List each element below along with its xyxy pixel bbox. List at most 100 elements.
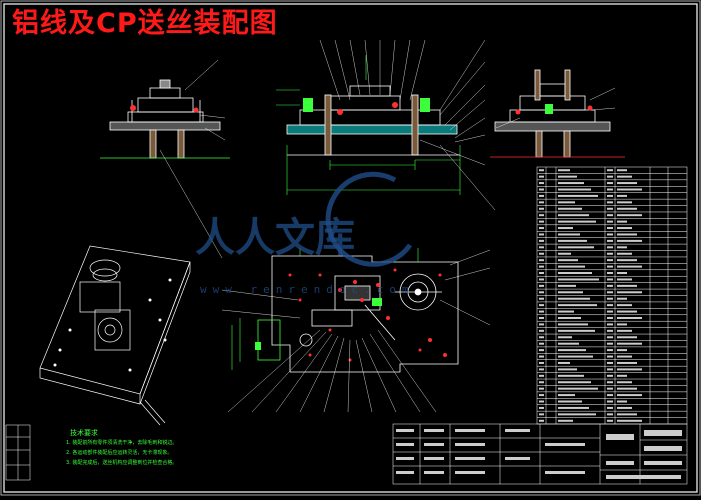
table-cell-text	[607, 278, 613, 281]
table-cell-text	[607, 239, 613, 242]
tech-requirements-heading: 技术要求	[70, 429, 98, 437]
table-cell-text	[617, 368, 642, 371]
table-cell-text	[607, 374, 613, 377]
table-cell-text	[539, 316, 544, 319]
table-cell-text	[617, 316, 642, 319]
table-cell-text	[558, 342, 579, 345]
table-cell-text	[607, 297, 613, 300]
watermark-text: 人人文库	[195, 214, 355, 261]
table-cell-text	[539, 169, 544, 172]
table-cell-text	[558, 394, 575, 397]
table-cell-text	[558, 169, 570, 172]
table-cell-text	[617, 265, 642, 268]
table-cell-text	[539, 336, 544, 339]
table-cell-text	[617, 284, 637, 287]
table-cell-text	[539, 342, 544, 345]
table-cell-text	[539, 220, 544, 223]
table-cell-text	[607, 310, 613, 313]
table-cell-text	[617, 259, 637, 262]
table-cell-text	[558, 349, 586, 352]
table-cell-text	[558, 304, 597, 307]
table-cell-text	[539, 361, 544, 364]
table-cell-text	[539, 239, 544, 242]
table-cell-text	[617, 361, 637, 364]
table-cell-text	[617, 297, 627, 300]
table-cell-text	[607, 316, 613, 319]
table-cell-text	[558, 291, 583, 294]
table-cell-text	[558, 316, 581, 319]
table-cell-text	[558, 233, 580, 236]
table-cell-text	[617, 246, 627, 249]
isometric-view	[39, 245, 191, 426]
table-cell-text	[607, 284, 613, 287]
table-cell-text	[539, 355, 544, 358]
table-cell-text	[539, 381, 544, 384]
left-edge-box	[5, 424, 31, 481]
watermark-logo	[325, 171, 413, 267]
table-cell-text	[607, 259, 613, 262]
table-cell-text	[539, 310, 544, 313]
right-side-view	[490, 69, 625, 158]
table-cell-text	[558, 252, 571, 255]
drawing-title: 铝线及CP送丝装配图	[12, 8, 278, 39]
table-cell-text	[607, 387, 613, 390]
table-cell-text	[617, 278, 632, 281]
table-cell-text	[607, 381, 613, 384]
table-cell-text	[539, 188, 544, 191]
table-cell-text	[558, 374, 584, 377]
table-cell-text	[607, 201, 613, 204]
table-cell-text	[558, 227, 573, 230]
table-cell-text	[539, 182, 544, 185]
table-cell-text	[539, 349, 544, 352]
front-view	[276, 55, 461, 195]
table-cell-text	[617, 342, 642, 345]
table-cell-text	[558, 182, 584, 185]
table-cell-text	[539, 374, 544, 377]
table-cell-text	[558, 329, 595, 332]
table-cell-text	[607, 214, 613, 217]
table-cell-text	[617, 201, 632, 204]
table-cell-text	[617, 329, 632, 332]
table-cell-text	[539, 272, 544, 275]
table-cell-text	[558, 259, 578, 262]
table-cell-text	[539, 175, 544, 178]
table-cell-text	[617, 207, 637, 210]
table-cell-text	[558, 361, 570, 364]
table-cell-text	[539, 413, 544, 416]
table-cell-text	[607, 394, 613, 397]
table-cell-text	[607, 355, 613, 358]
table-cell-text	[607, 419, 613, 422]
table-cell-text	[558, 265, 585, 268]
table-cell-text	[539, 227, 544, 230]
tech-requirement-item: 2. 各运动部件装配后应运转灵活，无卡滞现象。	[66, 450, 173, 456]
table-cell-text	[539, 214, 544, 217]
table-cell-text	[539, 297, 544, 300]
table-cell-text	[617, 349, 627, 352]
table-cell-text	[607, 304, 613, 307]
plan-view	[221, 248, 491, 413]
table-cell-text	[617, 272, 627, 275]
table-cell-text	[607, 349, 613, 352]
table-cell-text	[558, 220, 596, 223]
table-cell-text	[607, 272, 613, 275]
table-cell-text	[617, 310, 637, 313]
table-cell-text	[617, 381, 632, 384]
table-cell-text	[558, 336, 572, 339]
table-cell-text	[539, 246, 544, 249]
table-cell-text	[617, 188, 642, 191]
table-cell-text	[539, 194, 544, 197]
table-cell-text	[558, 419, 573, 422]
table-cell-text	[617, 394, 642, 397]
table-cell-text	[539, 259, 544, 262]
table-cell-text	[607, 246, 613, 249]
table-cell-text	[617, 239, 642, 242]
tech-requirement-item: 3. 装配完成后，送丝机构应调整到位并检查合格。	[66, 460, 178, 466]
table-cell-text	[558, 278, 599, 281]
table-cell-text	[617, 214, 642, 217]
table-cell-text	[558, 175, 577, 178]
table-cell-text	[617, 220, 627, 223]
parts-list-table	[536, 166, 688, 425]
table-cell-text	[539, 419, 544, 422]
